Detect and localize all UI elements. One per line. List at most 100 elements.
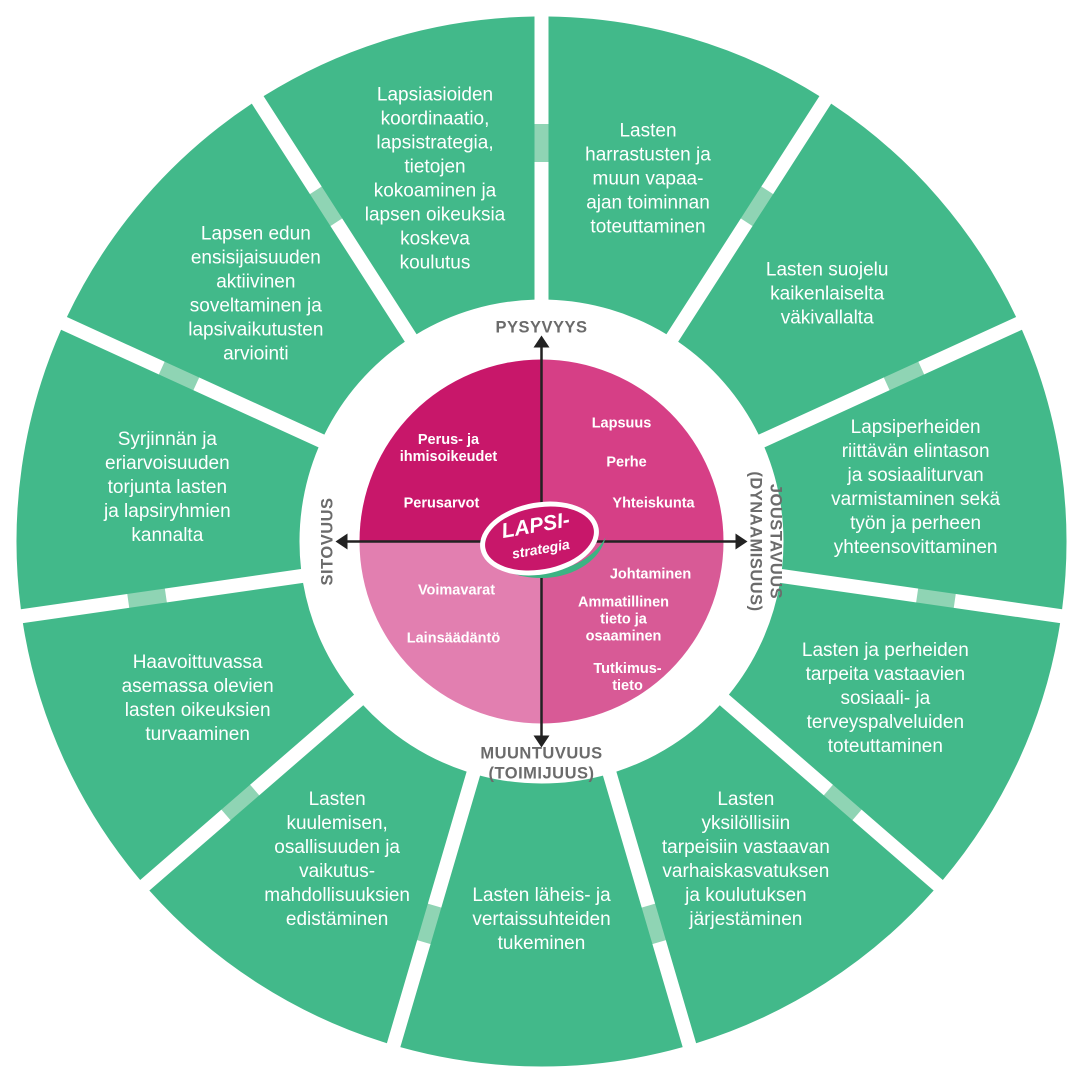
segment-1-text-line: koskeva — [400, 228, 470, 249]
quadrant-label-line: Yhteiskunta — [612, 496, 695, 512]
segment-connector — [915, 587, 956, 609]
segment-1-text: Lapsiasioiden koordinaatio, lapsistrategia… — [365, 84, 506, 273]
segment-9 — [22, 582, 355, 880]
segment-connectors — [127, 124, 956, 945]
segment-connector — [158, 360, 200, 392]
segment-8-text-line: mahdollisuuksien — [264, 885, 410, 906]
quadrant-label-line: Voimavarat — [418, 583, 495, 599]
segment-11-text-line: aktiivinen — [216, 272, 295, 293]
segment-2-text-line: Lasten — [619, 120, 676, 141]
segment-connector — [533, 124, 550, 162]
quadrant-label-line: Johtaminen — [610, 567, 691, 583]
axis-label-right-line: JOUSTAVUUS — [767, 484, 785, 599]
segment-connector — [640, 903, 667, 945]
quadrant-label: Perusarvot — [404, 496, 480, 512]
segment-8-text-line: edistäminen — [286, 909, 388, 930]
segment-10 — [16, 329, 319, 610]
segment-2-text-line: ajan toiminnan — [586, 192, 710, 213]
segment-8-text-line: osallisuuden ja — [274, 837, 400, 858]
segment-1-text-line: koordinaatio, — [381, 108, 490, 129]
quadrant-label-line: tieto ja — [600, 612, 648, 628]
segment-2-text-line: toteuttaminen — [590, 216, 705, 237]
quadrant-label: Perhe — [606, 455, 646, 471]
axis-label-right-line: (DYNAAMISUUS) — [747, 471, 765, 611]
quadrant-label-line: Perusarvot — [404, 496, 480, 512]
axis-label-left-line: SITOVUUS — [319, 497, 337, 585]
segment-connector — [823, 783, 863, 821]
segment-connector — [309, 185, 344, 227]
axis-label-bottom: MUUNTUVUUS (TOIMIJUUS) — [480, 745, 602, 783]
segment-10-text-line: ja lapsiryhmien — [103, 501, 231, 522]
segment-2 — [548, 16, 820, 335]
quadrant-top-left — [359, 359, 542, 542]
segment-1-text-line: kokoaminen ja — [374, 180, 497, 201]
quadrant-bottom-left — [359, 541, 542, 724]
segment-4 — [764, 329, 1067, 610]
segment-9-text-line: lasten oikeuksien — [125, 700, 271, 721]
segment-3-text-line: väkivallalta — [781, 308, 874, 329]
axis-arrow-up — [533, 335, 550, 348]
quadrant-label-line: Ammatillinen — [578, 595, 669, 611]
segment-5 — [728, 582, 1061, 880]
segment-5-text-line: Lasten ja perheiden — [802, 640, 969, 661]
quadrant-top-right — [541, 359, 724, 542]
axis-label-bottom-line: MUUNTUVUUS — [480, 745, 602, 763]
segment-2-text-line: harrastusten ja — [585, 144, 711, 165]
segment-3 — [678, 103, 1017, 435]
segment-4-text-line: Lapsiperheiden — [851, 417, 981, 438]
segment-5-text-line: tarpeita vastaavien — [806, 664, 966, 685]
axis-label-top-line: PYSYVYYS — [495, 319, 587, 337]
segment-8-text-line: Lasten — [309, 789, 366, 810]
segment-6-text-line: ja koulutuksen — [684, 885, 806, 906]
axis-arrow-down — [533, 735, 550, 748]
segment-6 — [616, 705, 934, 1044]
segment-5-text-line: sosiaali- ja — [840, 688, 930, 709]
axis-arrow-right — [735, 533, 748, 550]
segment-1-text-line: lapsistrategia, — [376, 132, 493, 153]
quadrant-label-line: tieto — [612, 678, 643, 694]
segment-7-text-line: Lasten läheis- ja — [472, 885, 611, 906]
quadrant-label-line: Perhe — [606, 455, 646, 471]
lapsi-strategia-logo: LAPSI-strategia — [480, 501, 606, 579]
axis-label-bottom-line: (TOIMIJUUS) — [488, 765, 594, 783]
axis-label-left: SITOVUUS — [319, 497, 337, 585]
quadrant-label-line: Perus- ja — [418, 432, 480, 448]
segment-1 — [263, 16, 535, 335]
quadrant-label-line: ihmisoikeudet — [400, 449, 498, 465]
quadrant-label-line: Tutkimus- — [593, 661, 661, 677]
segment-7 — [400, 775, 683, 1067]
segment-9-text-line: turvaaminen — [145, 724, 250, 745]
segment-4-text-line: työn ja perheen — [850, 513, 981, 534]
quadrant-label: Yhteiskunta — [612, 496, 695, 512]
segment-10-text-line: kannalta — [131, 525, 203, 546]
segment-10-text-line: torjunta lasten — [108, 477, 227, 498]
segment-11-text-line: lapsivaikutusten — [188, 320, 323, 341]
segment-4-text-line: varmistaminen sekä — [831, 489, 1000, 510]
segment-1-text-line: Lapsiasioiden — [377, 84, 493, 105]
axis-label-top: PYSYVYYS — [495, 319, 587, 337]
segment-connector — [883, 360, 925, 392]
segment-5-text: Lasten ja perheiden tarpeita vastaavien so… — [802, 640, 969, 757]
segment-11-text-line: arviointi — [223, 344, 288, 365]
quadrant-label: Lapsuus — [592, 416, 652, 432]
segment-6-text-line: tarpeisiin vastaavan — [662, 837, 830, 858]
logo-swoosh — [486, 537, 606, 579]
segment-connector — [127, 587, 168, 609]
segment-1-text-line: lapsen oikeuksia — [365, 204, 506, 225]
axis-label-right: JOUSTAVUUS(DYNAAMISUUS) — [747, 471, 785, 611]
quadrant-bottom-right — [541, 541, 724, 724]
segment-4-text-line: riittävän elintason — [842, 441, 990, 462]
quadrant-label: Tutkimus-tieto — [593, 661, 661, 694]
segment-5-text-line: terveyspalveluiden — [807, 712, 964, 733]
segment-11-text-line: ensisijaisuuden — [191, 248, 321, 269]
segment-6-text-line: Lasten — [717, 789, 774, 810]
